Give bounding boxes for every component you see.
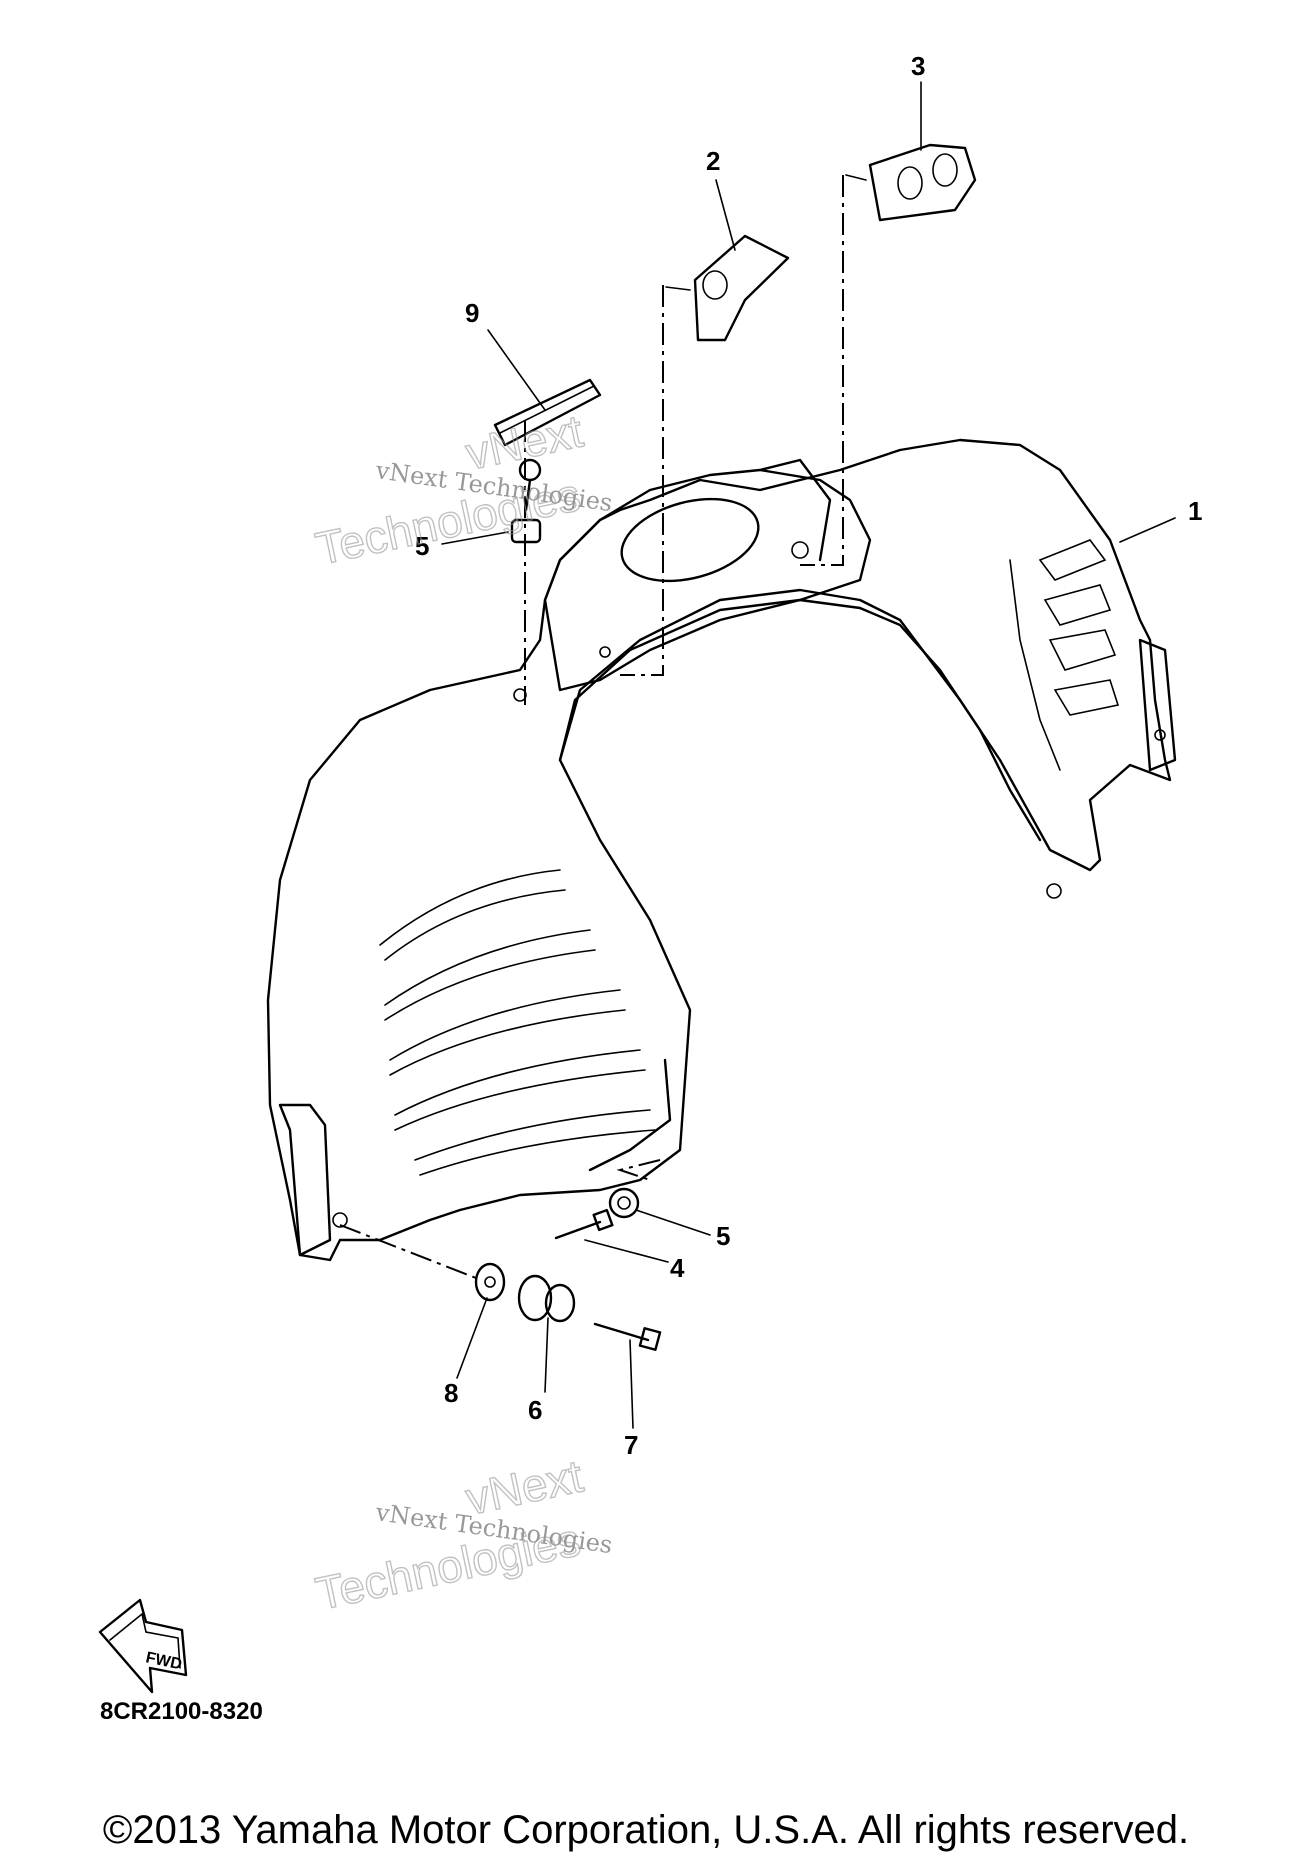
shroud-part-1: [266, 438, 1177, 1262]
diagram-code: 8CR2100-8320: [100, 1698, 263, 1725]
copyright-notice: ©2013 Yamaha Motor Corporation, U.S.A. A…: [102, 1808, 1190, 1852]
bolt-part-7: [593, 1322, 662, 1351]
callout-4: 4: [670, 1253, 685, 1283]
callout-6: 6: [528, 1395, 542, 1425]
callout-7: 7: [624, 1430, 638, 1460]
callout-8: 8: [444, 1378, 458, 1408]
callout-3: 3: [911, 51, 925, 81]
fwd-arrow-icon: FWD: [98, 1598, 188, 1694]
grommet-part-6: [517, 1274, 576, 1323]
leader-lines: [441, 81, 1176, 1429]
watermark-upper: vNext vNext Technologies Technologies: [311, 404, 615, 576]
watermark-lower: vNext vNext Technologies Technologies: [311, 1449, 615, 1621]
callout-1: 1: [1188, 496, 1202, 526]
assembly-lines: [339, 174, 867, 1279]
callout-2: 2: [706, 146, 720, 176]
callout-9: 9: [465, 298, 479, 328]
plate-part-3: [868, 143, 977, 222]
bracket-part-2: [693, 234, 790, 342]
callout-5-upper: 5: [415, 531, 429, 561]
washer-part-5-lower: [608, 1187, 640, 1219]
callouts: 1 2 3 4 5 5 6 7 8 9: [415, 51, 1202, 1460]
headlight-housing: [513, 458, 872, 702]
callout-5-lower: 5: [716, 1221, 730, 1251]
strip-part-9: [493, 378, 602, 447]
bolt-part-4: [554, 1208, 614, 1240]
washer-part-8: [474, 1262, 506, 1302]
